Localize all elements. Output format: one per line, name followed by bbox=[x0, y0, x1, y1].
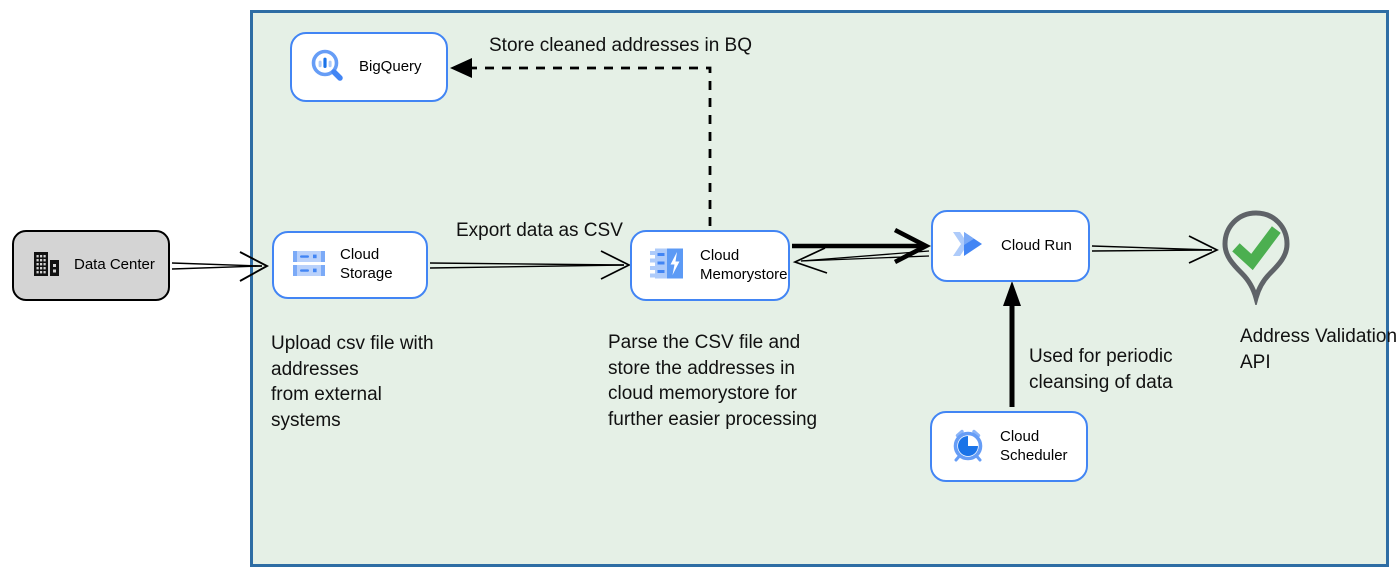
label-parse-csv-description: Parse the CSV file and store the address… bbox=[608, 332, 818, 430]
node-label: Data Center bbox=[74, 256, 155, 274]
gcp-boundary-box bbox=[250, 10, 1389, 567]
node-label: BigQuery bbox=[359, 57, 422, 75]
cloud-run-icon bbox=[951, 229, 987, 263]
cloud-scheduler-icon bbox=[950, 427, 986, 467]
location-pin-check-icon bbox=[1222, 210, 1290, 308]
node-cloud-scheduler[interactable]: Cloud Scheduler bbox=[930, 411, 1088, 482]
node-data-center[interactable]: Data Center bbox=[12, 230, 170, 301]
label-store-cleaned-addresses: Store cleaned addresses in BQ bbox=[489, 35, 752, 56]
label-upload-csv-description: Upload csv file with addresses from exte… bbox=[271, 333, 434, 431]
bigquery-icon bbox=[310, 48, 345, 87]
node-cloud-storage[interactable]: Cloud Storage bbox=[272, 231, 428, 299]
label-periodic-cleansing: Used for periodic cleansing of data bbox=[1029, 346, 1173, 393]
node-bigquery[interactable]: BigQuery bbox=[290, 32, 448, 102]
node-cloud-memorystore[interactable]: Cloud Memorystore bbox=[630, 230, 790, 301]
node-cloud-run[interactable]: Cloud Run bbox=[931, 210, 1090, 282]
cloud-storage-icon bbox=[292, 250, 326, 281]
cloud-memorystore-icon bbox=[650, 248, 686, 283]
address-validation-pin[interactable] bbox=[1221, 209, 1291, 310]
node-label: Cloud Memorystore bbox=[700, 246, 788, 283]
label-export-data-csv: Export data as CSV bbox=[456, 220, 623, 241]
node-label: Cloud Scheduler bbox=[1000, 427, 1068, 464]
node-label: Cloud Storage bbox=[340, 246, 393, 282]
node-label: Cloud Run bbox=[1001, 236, 1072, 254]
label-address-validation-api: Address Validation API bbox=[1240, 326, 1398, 373]
building-icon bbox=[32, 251, 60, 281]
